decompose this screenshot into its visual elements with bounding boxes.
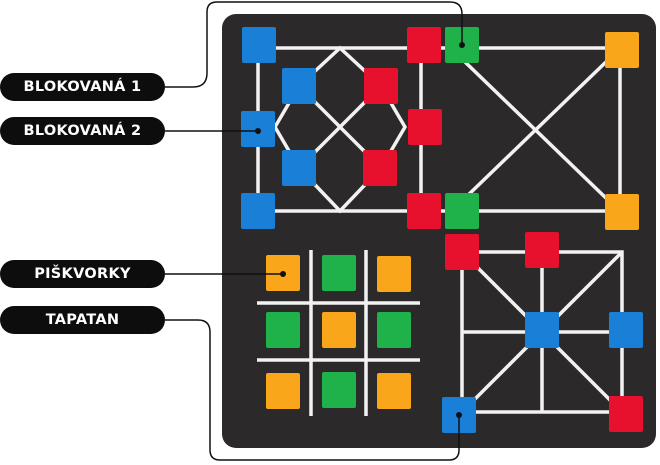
- red-piece: [445, 234, 479, 270]
- red-piece: [408, 109, 442, 145]
- green-piece: [322, 372, 356, 408]
- blue-piece: [282, 150, 316, 186]
- blue-piece: [241, 193, 275, 229]
- orange-piece: [322, 312, 356, 348]
- green-piece: [266, 312, 300, 348]
- red-piece: [363, 150, 397, 186]
- red-piece: [364, 68, 398, 104]
- pieces: [241, 27, 643, 433]
- green-piece: [445, 193, 479, 229]
- green-piece: [377, 312, 411, 348]
- orange-piece: [605, 32, 639, 68]
- connector-dots: [255, 42, 465, 418]
- blue-piece: [609, 312, 643, 348]
- green-piece: [322, 255, 356, 291]
- label-piskvorky: PIŠKVORKY: [0, 260, 165, 288]
- connector-lines: [165, 1, 463, 461]
- orange-piece: [377, 373, 411, 409]
- orange-piece: [266, 373, 300, 409]
- orange-piece: [605, 194, 639, 230]
- red-piece: [407, 193, 441, 229]
- red-piece: [609, 396, 643, 432]
- label-tapatan: TAPATAN: [0, 306, 165, 334]
- orange-piece: [377, 256, 411, 292]
- blue-piece: [282, 68, 316, 104]
- blue-piece: [525, 312, 559, 348]
- red-piece: [525, 232, 559, 268]
- label-blokovana-1: BLOKOVANÁ 1: [0, 73, 165, 101]
- red-piece: [407, 27, 441, 63]
- label-blokovana-2: BLOKOVANÁ 2: [0, 117, 165, 145]
- blue-piece: [242, 27, 276, 63]
